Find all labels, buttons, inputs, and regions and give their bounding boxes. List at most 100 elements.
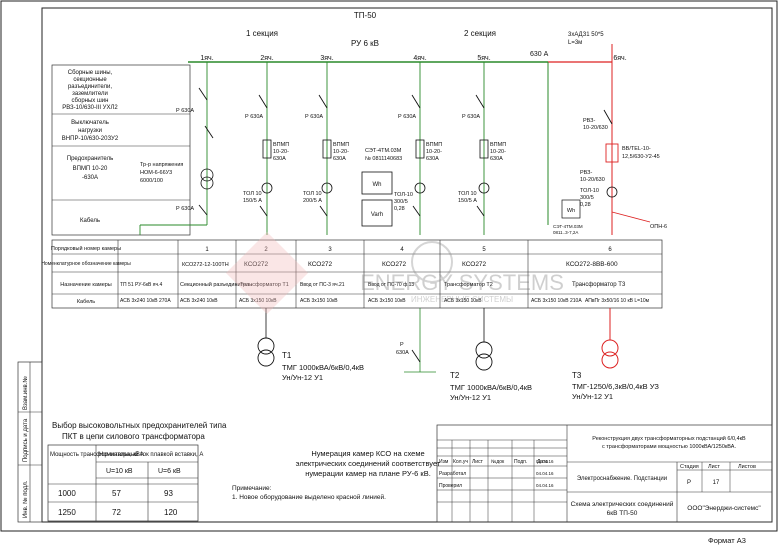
feeder-cell-4: [411, 62, 426, 235]
busbar-label-3: заземлители: [72, 91, 108, 97]
stamp-date-2: 04.04.16: [536, 459, 554, 464]
sheet-format: Формат А3: [708, 536, 746, 545]
load-switch-label-0: Выключатель: [71, 120, 109, 126]
cell2-tol-1: 150/5 А: [243, 198, 262, 204]
red-tol-0: ТОЛ-10: [580, 188, 599, 194]
transformer-t2-symbol: [475, 341, 493, 371]
nomen-5: КСО272: [462, 261, 487, 268]
red-opn: ОПН-6: [650, 224, 667, 230]
feeder-cell-6-new: [603, 44, 651, 235]
cell-label-1: 1яч.: [200, 55, 213, 62]
purpose-2: Секционный разъединитель: [180, 281, 252, 288]
watermark-sub: ИНЖЕНЕРНЫЕ СИСТЕМЫ: [411, 295, 513, 304]
red-tol-2: 0,28: [580, 202, 591, 208]
t2-name: Т2: [450, 371, 460, 380]
cell4-ct-1: 300/5: [394, 199, 408, 205]
nomen-4: КСО272: [382, 261, 407, 268]
vt-label-0: Тр-р напряжения: [140, 162, 183, 168]
cell5-fuse-1: 10-20-: [490, 149, 506, 155]
t3-name: Т3: [572, 371, 582, 380]
cable-6: АСБ 3х150 10кВ: [444, 298, 482, 304]
red-rvz-1: 10-20/630: [583, 125, 608, 131]
cable-label: Кабель: [80, 218, 100, 224]
red-vv-0: BB/TEL-10-: [622, 146, 651, 152]
busbar-label-2: разъединители,: [68, 84, 112, 90]
stamp-company: ООО"Энерджи-системс": [687, 505, 761, 512]
cell-number-3: 3: [328, 247, 332, 253]
voltage-label: РУ 6 кВ: [351, 39, 379, 48]
fuse-row2-power: 1250: [58, 508, 76, 517]
fuse-row2-10kv: 72: [112, 508, 121, 517]
red-rvz2-0: РВЗ-: [580, 170, 592, 176]
red-meter-box: [561, 199, 581, 219]
feeder-cell-3: [318, 62, 333, 235]
fuse-row1-power: 1000: [58, 489, 76, 498]
cell2-fuse-0: ВПМП: [273, 142, 289, 148]
cable-2: АСБ 3х240 10кВ: [180, 298, 218, 304]
load-switch-label-2: ВНПР-10/630-20ЗУ2: [62, 136, 119, 142]
red-cable-line2: L=3м: [568, 40, 582, 46]
table-row-number-label: Порядковый номер камеры: [51, 245, 121, 252]
stamp-stage-header: Стадия: [680, 464, 699, 470]
cell-label-6: 6яч.: [613, 55, 626, 62]
cell3-fuse-2: 630А: [333, 156, 346, 162]
cable-1: АСБ 3х240 10кВ 270А: [120, 298, 171, 304]
section-1-label: 1 секция: [246, 29, 278, 38]
busbar-label-0: Сборные шины,: [68, 70, 113, 76]
red-rvz2-1: 10-20/630: [580, 177, 605, 183]
cable-3: АСБ 3х150 10кВ: [239, 298, 277, 304]
table-row-purpose-label: Назначение камеры: [60, 282, 112, 288]
fuse-header-current: Номинальный ток плавкой вставки, А: [99, 451, 203, 458]
red-meter-wh: Wh: [567, 208, 575, 214]
meter-label-0: СЭТ-4ТМ.03М: [365, 148, 402, 154]
stamp-drawing-0: Схема электрических соединений: [571, 500, 674, 508]
nomen-1: КСО272-12-100ТН: [182, 262, 229, 268]
cell5-p630: Р 630А: [462, 114, 480, 120]
cell-number-4: 4: [400, 247, 404, 253]
stamp-project-1: с трансформаторами мощностью 1000кВА/125…: [602, 444, 736, 450]
stamp-section: Электроснабжение. Подстанции: [577, 476, 667, 482]
fuse-label-1: ВПМП 10-20: [73, 166, 108, 172]
stamp-date-0: 04.04.16: [536, 471, 554, 476]
cell3-p630: Р 630А: [305, 114, 323, 120]
substation-title: ТП-50: [354, 11, 377, 20]
meter-block: [361, 171, 393, 227]
table-row-nomen-label: Номенклатурное обозначение камеры: [41, 261, 131, 267]
red-vv-1: 12,5/630-У2-45: [622, 154, 660, 160]
side-label-inventory: Инв. № подл.: [22, 480, 29, 518]
cell4-ct-2: 0,28: [394, 206, 405, 212]
note-caption: Примечание:: [232, 485, 272, 492]
t1-spec-1: Ун/Ун-12 У1: [282, 373, 323, 382]
stamp-drawing-1: 6кВ ТП-50: [607, 510, 638, 517]
stamp-sheets-header: Листов: [738, 464, 756, 470]
cell-number-5: 5: [482, 247, 486, 253]
stamp-date-1: 04.04.16: [536, 483, 554, 488]
stamp-role-checker: Проверил: [439, 483, 462, 489]
cell5-tol-0: ТОЛ 10: [458, 191, 477, 197]
nomen-3: КСО272: [308, 261, 333, 268]
transformer-feeds: [265, 308, 611, 373]
purpose-4: Ввод от ПС-3 яч.21: [300, 282, 345, 288]
feeder-cell-1: [139, 62, 214, 235]
red-meter-label-0: СЭТ-4ТМ.03М: [553, 224, 583, 229]
cell3-fuse-0: ВПМП: [333, 142, 349, 148]
cell1-p630: Р 630А: [176, 108, 194, 114]
t2-spec-0: ТМГ 1000кВА/6кВ/0,4кВ: [450, 383, 532, 392]
cell-label-2: 2яч.: [260, 55, 273, 62]
section-2-label: 2 секция: [464, 29, 496, 38]
t3-spec-0: ТМГ-1250/6,3кВ/0,4кВ УЗ: [572, 382, 659, 391]
busbar-label-4: сборных шин: [72, 98, 109, 104]
title-block: [436, 424, 773, 523]
fuse-header-6kv: U=6 кВ: [158, 468, 181, 475]
fuse-label-2: -630А: [82, 175, 98, 181]
side-label-signature: Подпись и дата: [23, 418, 29, 462]
stamp-col-date: Дата: [537, 459, 548, 465]
feeder-cell-5: [475, 62, 490, 235]
cell4-ct-0: ТОЛ-10: [394, 192, 413, 198]
cell-label-5: 5яч.: [477, 55, 490, 62]
cell3-tol-1: 200/5 А: [303, 198, 322, 204]
fuse-header-10kv: U=10 кВ: [106, 468, 133, 475]
stamp-col-list: Лист: [472, 459, 484, 465]
bus-rating: 630 А: [530, 51, 549, 58]
